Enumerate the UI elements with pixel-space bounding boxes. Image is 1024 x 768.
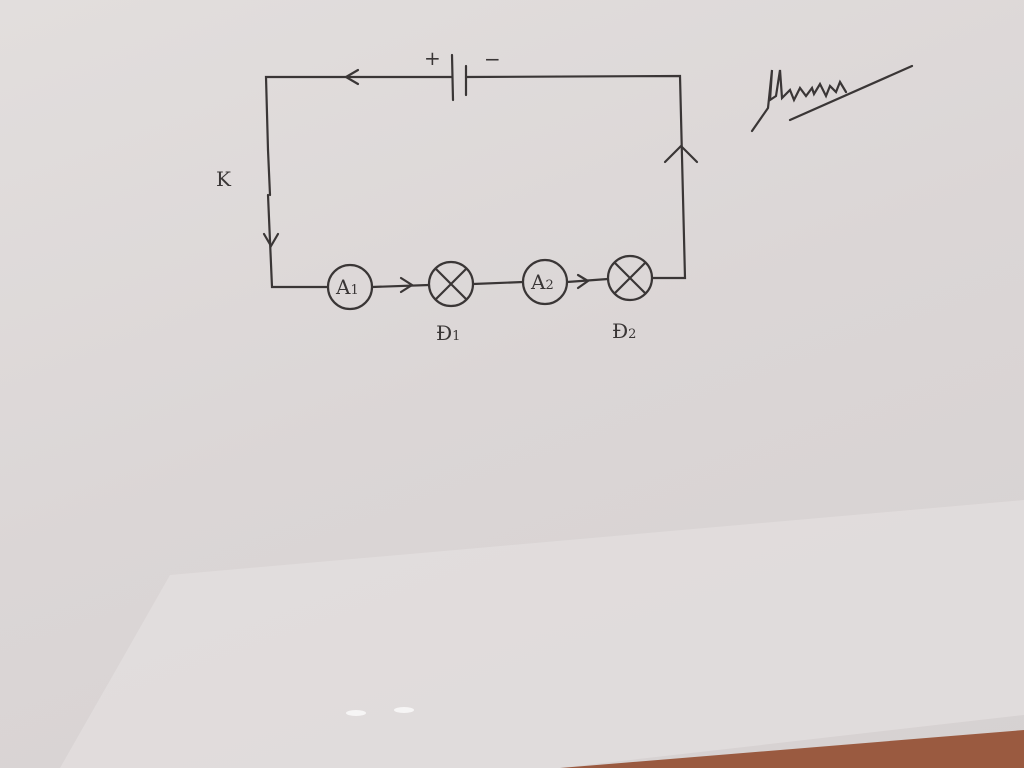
- battery-minus-label: −: [484, 47, 501, 71]
- switch-label: K: [216, 167, 232, 191]
- lamp-d1: Đ1: [427, 260, 475, 345]
- ammeter-a1: A1: [326, 263, 374, 311]
- arrow-up-icon: [663, 144, 699, 164]
- smudge-marks: [346, 707, 414, 716]
- lamp-d2-label: Đ2: [612, 319, 636, 343]
- ammeter-a2: A2: [521, 258, 569, 306]
- lamp-d2: Đ2: [606, 254, 654, 343]
- arrow-right-icon: [399, 276, 415, 294]
- lamp-d1-label: Đ1: [436, 321, 460, 345]
- ammeter-a1-label: A1: [335, 275, 359, 299]
- battery-symbol: + −: [424, 46, 501, 102]
- ammeter-a2-label: A2: [530, 270, 554, 294]
- arrow-down-icon: [262, 232, 280, 249]
- switch-k: K: [216, 148, 272, 197]
- signature: [750, 64, 914, 133]
- wires: [264, 74, 687, 289]
- current-arrows: [262, 68, 699, 294]
- arrow-right-icon: [576, 273, 591, 290]
- battery-plus-label: +: [424, 46, 441, 70]
- arrow-left-icon: [343, 68, 360, 86]
